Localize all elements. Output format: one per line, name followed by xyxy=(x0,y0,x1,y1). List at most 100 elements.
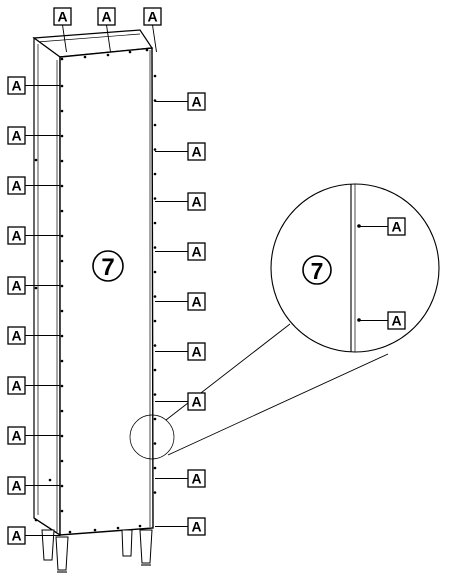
detail-link-line-1 xyxy=(165,323,291,421)
label-letter: A xyxy=(191,194,201,210)
screw-point xyxy=(153,442,157,445)
screw-point xyxy=(83,55,87,59)
screw-label-A: A xyxy=(7,526,60,545)
label-box xyxy=(7,326,26,345)
screw-label-A: A xyxy=(155,392,206,411)
detail-source-circle xyxy=(129,414,175,460)
screw-label-A: A xyxy=(7,326,60,345)
label-box xyxy=(187,469,206,488)
detail-part-number-circle xyxy=(302,255,332,285)
screw-label-A: A xyxy=(360,311,406,330)
screw-label-A: A xyxy=(7,76,60,95)
screw-point xyxy=(34,286,38,290)
part-number-badge-main: 7 xyxy=(92,250,124,282)
screw-point xyxy=(153,123,157,127)
screw-point xyxy=(60,509,64,513)
label-box xyxy=(7,226,26,245)
screw-label-A: A xyxy=(155,142,206,161)
screw-point xyxy=(34,518,38,522)
label-box xyxy=(387,217,406,236)
screw-point xyxy=(60,259,64,263)
screw-point xyxy=(60,184,64,188)
label-letter: A xyxy=(101,9,111,25)
screw-point xyxy=(128,50,132,54)
label-letter: A xyxy=(11,428,21,444)
leg-front-left xyxy=(55,536,69,571)
label-letter: A xyxy=(11,128,21,144)
label-letter: A xyxy=(191,244,201,260)
label-box xyxy=(7,276,26,295)
screw-point xyxy=(48,478,52,482)
label-letter: A xyxy=(191,144,201,160)
label-letter: A xyxy=(191,394,201,410)
screw-point xyxy=(60,409,64,413)
screw-label-A: A xyxy=(7,476,60,495)
screw-label-A: A xyxy=(7,176,60,195)
screw-point xyxy=(60,484,64,488)
screw-point xyxy=(138,524,142,528)
cabinet-bottom-edge xyxy=(33,517,61,536)
screw-point xyxy=(34,158,38,162)
detail-screw-lower xyxy=(357,318,361,322)
screw-point xyxy=(60,309,64,313)
screw-label-A: A xyxy=(155,192,206,211)
screw-point xyxy=(60,57,64,61)
label-letter: A xyxy=(11,228,21,244)
screw-point xyxy=(153,74,157,78)
label-letter: A xyxy=(11,78,21,94)
screw-point xyxy=(60,134,64,138)
screw-point xyxy=(153,417,157,421)
label-box xyxy=(7,76,26,95)
label-box xyxy=(7,476,26,495)
label-letter: A xyxy=(191,471,201,487)
label-leader-line xyxy=(62,24,67,53)
detail-screw-upper xyxy=(357,224,361,228)
label-letter: A xyxy=(11,328,21,344)
screw-point xyxy=(153,295,157,298)
screw-label-A: A xyxy=(97,7,116,53)
screw-points xyxy=(34,48,157,534)
detail-link-line-2 xyxy=(167,353,389,456)
screw-label-A: A xyxy=(143,7,162,53)
label-box xyxy=(187,192,206,211)
screw-point xyxy=(60,434,64,438)
label-letter: A xyxy=(11,528,21,544)
screw-point xyxy=(153,466,157,470)
cabinet-legs xyxy=(41,529,153,573)
screw-point xyxy=(93,528,97,532)
screw-point xyxy=(153,246,157,249)
screw-label-A: A xyxy=(155,92,206,111)
screw-point xyxy=(145,48,149,52)
screw-point xyxy=(153,368,157,372)
label-box xyxy=(7,126,26,145)
screw-point xyxy=(153,491,157,494)
label-box xyxy=(143,7,162,26)
label-leader-line xyxy=(106,24,111,53)
part-number-text: 7 xyxy=(101,254,114,281)
screw-point xyxy=(60,384,64,388)
label-letter: A xyxy=(191,519,201,535)
screw-point xyxy=(60,459,64,463)
label-letter: A xyxy=(11,378,21,394)
screw-label-A: A xyxy=(155,517,206,536)
detail-part-number-text: 7 xyxy=(311,258,324,284)
screw-point xyxy=(153,172,157,176)
label-letter: A xyxy=(11,278,21,294)
screw-label-A: A xyxy=(7,376,60,395)
screw-label-A: A xyxy=(53,7,72,53)
label-box xyxy=(187,392,206,411)
label-letter: A xyxy=(147,9,157,25)
label-box xyxy=(53,7,72,26)
screw-point xyxy=(153,344,157,347)
screw-point xyxy=(153,197,157,200)
cabinet xyxy=(32,29,157,573)
cabinet-door-panel xyxy=(59,47,154,536)
label-box xyxy=(187,242,206,261)
label-letter: A xyxy=(191,344,201,360)
screw-point xyxy=(116,526,120,530)
part-number-circle xyxy=(92,250,124,282)
label-letter: A xyxy=(11,178,21,194)
label-letter: A xyxy=(11,478,21,494)
